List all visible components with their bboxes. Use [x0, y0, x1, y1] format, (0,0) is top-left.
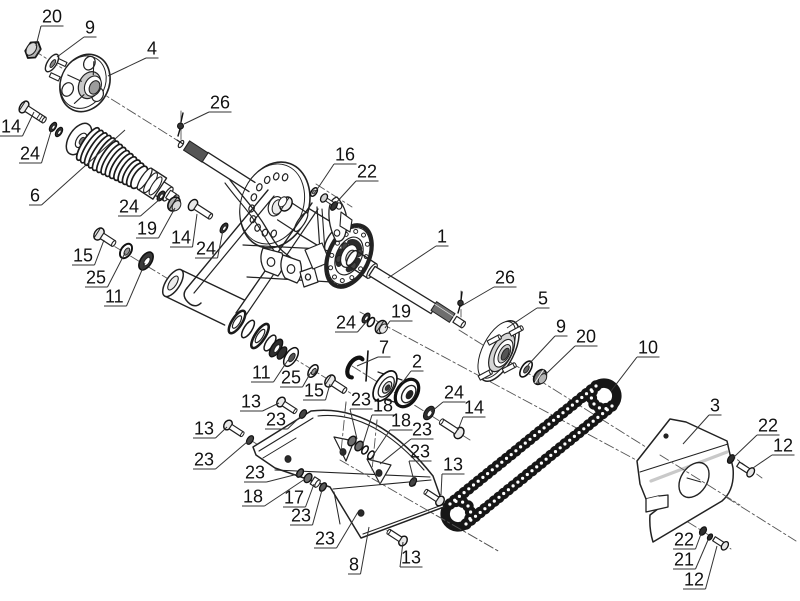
- svg-text:23: 23: [410, 442, 430, 462]
- svg-text:22: 22: [758, 416, 778, 436]
- svg-text:25: 25: [281, 368, 301, 388]
- svg-text:8: 8: [349, 555, 359, 575]
- svg-text:7: 7: [379, 338, 389, 358]
- svg-text:20: 20: [576, 327, 596, 347]
- svg-text:11: 11: [252, 363, 271, 383]
- svg-text:23: 23: [245, 463, 265, 483]
- svg-text:20: 20: [42, 7, 62, 27]
- svg-text:19: 19: [137, 219, 157, 239]
- svg-text:21: 21: [674, 550, 694, 570]
- svg-text:14: 14: [1, 117, 21, 137]
- svg-text:2: 2: [412, 352, 422, 372]
- svg-text:18: 18: [243, 487, 263, 507]
- svg-text:18: 18: [373, 396, 393, 416]
- svg-text:13: 13: [241, 392, 261, 412]
- svg-text:15: 15: [73, 246, 93, 266]
- svg-text:13: 13: [443, 455, 463, 475]
- svg-text:24: 24: [196, 239, 216, 259]
- svg-text:3: 3: [710, 396, 720, 416]
- svg-text:14: 14: [464, 398, 484, 418]
- svg-text:9: 9: [556, 317, 566, 337]
- svg-text:26: 26: [495, 268, 515, 288]
- svg-text:14: 14: [171, 228, 191, 248]
- svg-text:23: 23: [315, 529, 335, 549]
- svg-text:24: 24: [336, 313, 356, 333]
- svg-text:12: 12: [684, 570, 704, 590]
- svg-text:1: 1: [437, 227, 447, 247]
- svg-text:6: 6: [30, 186, 40, 206]
- svg-text:24: 24: [119, 197, 139, 217]
- svg-text:12: 12: [773, 436, 793, 456]
- svg-text:13: 13: [194, 419, 214, 439]
- svg-text:23: 23: [194, 450, 214, 470]
- svg-text:11: 11: [105, 287, 124, 307]
- svg-text:5: 5: [538, 289, 548, 309]
- svg-text:24: 24: [444, 383, 464, 403]
- svg-text:16: 16: [335, 145, 355, 165]
- svg-text:10: 10: [638, 338, 658, 358]
- svg-text:19: 19: [391, 302, 411, 322]
- svg-text:25: 25: [86, 268, 106, 288]
- svg-text:22: 22: [357, 162, 377, 182]
- svg-text:13: 13: [401, 548, 421, 568]
- svg-text:18: 18: [391, 411, 411, 431]
- svg-text:17: 17: [284, 488, 304, 508]
- svg-text:15: 15: [304, 381, 324, 401]
- svg-text:9: 9: [85, 18, 95, 38]
- svg-text:22: 22: [674, 530, 694, 550]
- svg-text:26: 26: [210, 93, 230, 113]
- svg-text:4: 4: [147, 39, 157, 59]
- svg-text:23: 23: [412, 420, 432, 440]
- svg-text:23: 23: [291, 506, 311, 526]
- svg-text:23: 23: [266, 410, 286, 430]
- svg-text:24: 24: [20, 144, 40, 164]
- svg-text:23: 23: [351, 390, 371, 410]
